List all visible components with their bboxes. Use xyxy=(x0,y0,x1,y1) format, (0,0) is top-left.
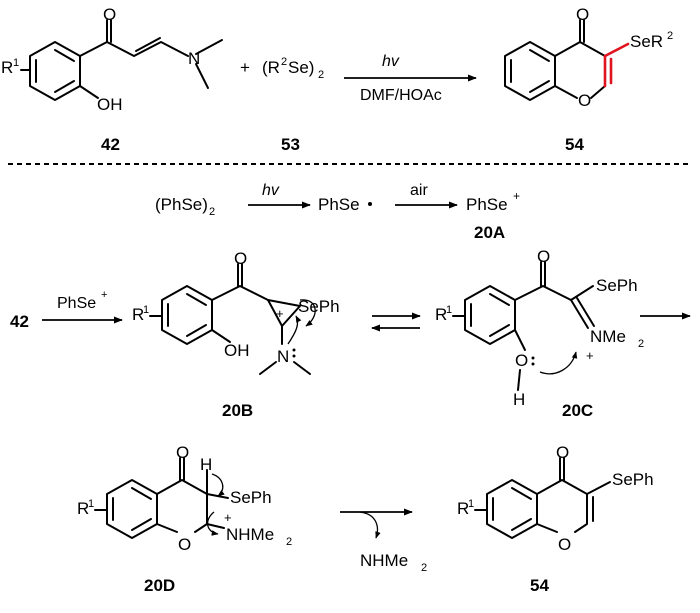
c20B-R: R xyxy=(132,305,144,324)
c42-N: N xyxy=(188,49,200,68)
c20C-R-sup: 1 xyxy=(446,304,452,316)
plus-sign: + xyxy=(240,58,250,77)
c54-bottom-SePh: SePh xyxy=(612,470,654,489)
c20B-OH: OH xyxy=(224,341,250,360)
c20C-NMe-sub: 2 xyxy=(638,338,644,350)
c20D-carbonyl-O: O xyxy=(176,443,189,462)
c20C-lonepair-2 xyxy=(531,362,535,366)
c42-OH: OH xyxy=(97,95,123,114)
c20D-NHMe-sub: 2 xyxy=(286,536,292,548)
diselenide-sub: 2 xyxy=(209,206,215,218)
c20B-lonepair-2 xyxy=(292,354,296,358)
c20D-plus: + xyxy=(224,510,232,525)
step1-cond2: air xyxy=(410,182,428,199)
c54-bottom-R: R xyxy=(457,499,469,518)
c20C-plus: + xyxy=(586,348,594,363)
c20B-R-sup: 1 xyxy=(143,304,149,316)
c53-mid: Se) xyxy=(288,58,314,77)
c20D-curly-arrow-1 xyxy=(211,473,225,497)
c54-top-SeR-sup: 2 xyxy=(667,30,673,42)
c20C-phenol-O: O xyxy=(515,351,528,370)
c20D-R-sup: 1 xyxy=(88,498,94,510)
label-20D: 20D xyxy=(144,576,175,595)
step1-cond1: hv xyxy=(262,182,280,199)
c20B-SePh: SePh xyxy=(298,297,340,316)
c20C-curly-arrow xyxy=(539,351,578,375)
label-54-top: 54 xyxy=(565,135,584,154)
step3-elimination-arrow xyxy=(359,511,381,539)
intermediate-20D xyxy=(94,457,229,539)
c20B-lonepair-1 xyxy=(292,348,296,352)
compound-53: (R 2 Se) 2 xyxy=(262,56,324,81)
leaving-NHMe-sub: 2 xyxy=(421,562,427,574)
compound-54-top xyxy=(504,19,630,101)
c54-bottom-R-sup: 1 xyxy=(468,498,474,510)
c20C-H: H xyxy=(513,390,525,409)
reaction1-cond-top: hv xyxy=(382,53,400,70)
c20C-R: R xyxy=(435,305,447,324)
c20B-carbonyl-O: O xyxy=(234,249,247,268)
c54-top-carbonyl-O: O xyxy=(576,5,589,24)
c20C-SePh: SePh xyxy=(596,276,638,295)
reaction1-cond-bottom: DMF/HOAc xyxy=(360,87,442,104)
c20C-lonepair-1 xyxy=(531,356,535,360)
c53-sub: 2 xyxy=(318,69,324,81)
c20C-NMe: NMe xyxy=(590,327,626,346)
label-20C: 20C xyxy=(562,401,593,420)
label-53: 53 xyxy=(281,135,300,154)
c20D-NHMe: NHMe xyxy=(226,525,274,544)
phse-cation-sup: + xyxy=(513,189,520,203)
c20C-carbonyl-O: O xyxy=(537,247,550,266)
row3-42: 42 xyxy=(10,312,29,331)
diselenide: (PhSe) xyxy=(155,195,208,214)
intermediate-20C xyxy=(452,261,595,391)
c20B-curly-arrow-1 xyxy=(287,315,302,345)
c54-top-SeR: SeR xyxy=(630,32,663,51)
c54-bottom-ring-O: O xyxy=(558,535,571,554)
leaving-NHMe: NHMe xyxy=(360,551,408,570)
c53-sup: 2 xyxy=(281,56,287,68)
label-42: 42 xyxy=(101,135,120,154)
c20D-curly-arrow-2 xyxy=(207,511,219,536)
c53-open: (R xyxy=(262,58,280,77)
intermediate-20B xyxy=(149,263,311,375)
c20D-H: H xyxy=(200,455,212,474)
c54-top-ring-O: O xyxy=(578,91,591,110)
phse-radical: PhSe xyxy=(318,195,360,214)
label-20B: 20B xyxy=(222,401,253,420)
c20D-ring-O: O xyxy=(178,535,191,554)
label-54-bottom: 54 xyxy=(530,576,549,595)
c20B-curly-arrow-2 xyxy=(299,299,316,327)
c42-R-sup: 1 xyxy=(13,57,19,69)
label-20A: 20A xyxy=(474,223,505,242)
product-54-bottom xyxy=(474,457,611,539)
c20B-N: N xyxy=(277,347,289,366)
step2-reagent: PhSe xyxy=(57,295,96,312)
phse-cation: PhSe xyxy=(466,195,508,214)
c20B-plus: + xyxy=(276,306,284,321)
c42-carbonyl-O: O xyxy=(103,5,116,24)
compound-42-top xyxy=(20,19,223,101)
c20D-SePh: SePh xyxy=(230,488,272,507)
c42-R: R xyxy=(1,58,13,77)
step2-reagent-sup: + xyxy=(101,289,107,301)
radical-dot xyxy=(368,202,372,206)
c54-bottom-carbonyl-O: O xyxy=(556,443,569,462)
c20D-R: R xyxy=(77,499,89,518)
